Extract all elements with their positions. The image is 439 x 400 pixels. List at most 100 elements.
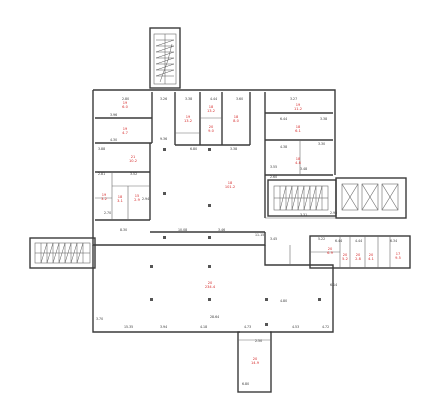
room-area-r3: 10.2 (129, 159, 137, 163)
dimension-42: 4.53 (292, 325, 299, 329)
dimension-29: 2.95 (330, 211, 337, 215)
dimension-10: 2.81 (98, 172, 105, 176)
room-area-r14: 6.9 (327, 251, 333, 255)
dimension-40: 4.18 (200, 325, 207, 329)
east-offices (264, 92, 333, 176)
north-stair-tower (149, 27, 181, 89)
room-area-r9: 6.1 (295, 129, 301, 133)
dimension-27: 3.48 (300, 167, 307, 171)
west-stair-tower (29, 237, 96, 269)
dimension-34: 6.34 (390, 239, 397, 243)
room-area-south: 14.9 (251, 361, 260, 365)
dimension-12: 2.94 (142, 197, 149, 201)
dimension-37: 4.80 (280, 299, 287, 303)
east-toilets (309, 235, 411, 269)
room-area-r12: 3.1 (117, 199, 123, 203)
dimension-45: 2.50 (255, 339, 262, 343)
room-label-bighall: 20 (208, 281, 213, 285)
room-label-r1: 19 (123, 101, 128, 105)
dimension-24: 4.38 (280, 145, 287, 149)
room-label-r3: 21 (131, 155, 136, 159)
room-label-r9: 18 (296, 125, 301, 129)
dimension-35: 28.64 (210, 315, 219, 319)
room-area-r18: 9.5 (395, 256, 401, 260)
dimension-33: 4.44 (355, 239, 362, 243)
dimension-3: 3.38 (185, 97, 192, 101)
room-label-r11: 19 (102, 193, 107, 197)
dimension-31: 5.22 (318, 237, 325, 241)
dimension-11: 3.52 (130, 172, 137, 176)
room-label-hall: 18 (228, 181, 233, 185)
room-label-r2: 19 (123, 127, 128, 131)
room-area-r8: 11.2 (294, 107, 302, 111)
room-label-r17: 20 (369, 253, 374, 257)
room-label-r12: 18 (118, 195, 123, 199)
dimension-9: 3.88 (98, 147, 105, 151)
dimension-32: 6.44 (335, 239, 342, 243)
dimension-4: 4.44 (210, 97, 217, 101)
room-area-r5: 13.2 (207, 109, 215, 113)
dimension-1: 2.80 (122, 97, 129, 101)
room-label-r8: 19 (296, 103, 301, 107)
room-label-r15: 20 (343, 253, 348, 257)
dimension-20: 6.80 (190, 147, 197, 151)
room-labels: 196.0194.72110.21913.21813.2209.0188.019… (101, 101, 401, 365)
room-area-r1: 6.0 (122, 105, 128, 109)
dimension-14: 8.30 (120, 228, 127, 232)
north-offices (174, 92, 251, 146)
room-label-r5: 18 (209, 105, 214, 109)
room-area-r16: 2.8 (355, 257, 361, 261)
room-label-r14: 20 (328, 247, 333, 251)
dimension-7: 3.96 (110, 113, 117, 117)
east-stair-core (267, 177, 407, 219)
west-offices (95, 92, 153, 221)
dimension-23: 3.38 (320, 117, 327, 121)
room-area-r10: 4.8 (295, 161, 301, 165)
room-label-south: 20 (253, 357, 258, 361)
room-area-r2: 4.7 (122, 131, 128, 135)
dimension-25: 3.30 (318, 142, 325, 146)
room-area-r4: 13.2 (184, 119, 192, 123)
dimension-17: 11.15 (255, 233, 264, 237)
room-area-r15: 5.2 (342, 257, 348, 261)
room-area-r13: 2.9 (134, 198, 140, 202)
dimension-18: 3.45 (270, 237, 277, 241)
room-label-r10: 18 (296, 157, 301, 161)
room-label-r16: 20 (356, 253, 361, 257)
dimension-8: 4.30 (110, 138, 117, 142)
room-area-bighall: 234.4 (205, 285, 216, 289)
dimension-46: 3.70 (96, 317, 103, 321)
dimension-19: 9.36 (160, 137, 167, 141)
dimension-39: 3.94 (160, 325, 167, 329)
dimension-28: 2.60 (270, 175, 277, 179)
dimension-41: 4.73 (244, 325, 251, 329)
room-label-r18: 17 (396, 252, 401, 256)
dimension-36: 6.14 (330, 283, 337, 287)
lower-hall-walls (92, 232, 334, 333)
dimension-15: 10.08 (178, 228, 187, 232)
room-label-r6: 20 (209, 125, 214, 129)
dimension-30: 3.31 (300, 213, 307, 217)
dimension-6: 3.27 (290, 97, 297, 101)
dimension-5: 3.60 (236, 97, 243, 101)
dimension-22: 6.44 (280, 117, 287, 121)
dimension-38: 15.35 (124, 325, 133, 329)
room-label-r13: 15 (135, 194, 140, 198)
room-area-r17: 4.1 (368, 257, 374, 261)
corridor (150, 217, 336, 233)
room-area-hall: 101.2 (225, 185, 235, 189)
room-area-r6: 9.0 (208, 129, 214, 133)
room-area-r11: 3.2 (101, 197, 107, 201)
south-annex (237, 331, 272, 393)
dimension-13: 2.70 (104, 211, 111, 215)
room-label-r4: 19 (186, 115, 191, 119)
dimension-26: 3.55 (270, 165, 277, 169)
dimension-21: 3.38 (230, 147, 237, 151)
dimension-43: 4.72 (322, 325, 329, 329)
dimension-44: 6.80 (242, 382, 249, 386)
dimension-16: 3.46 (218, 228, 225, 232)
dimension-2: 3.26 (160, 97, 167, 101)
room-label-r7: 18 (234, 115, 239, 119)
